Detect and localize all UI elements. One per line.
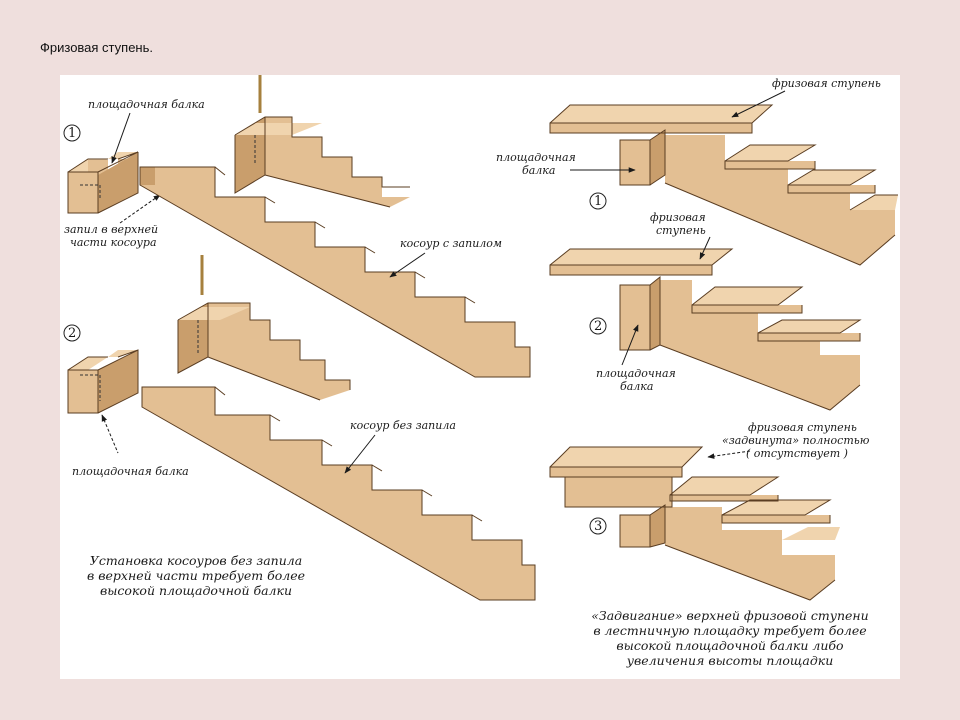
label-frieze-3-line2: «задвинута» полностью [722,434,870,447]
variant-2-stair [549,248,862,411]
label-beam-2-line2: балка [620,380,653,393]
caption-left-line2: в верхней части требует более [87,568,305,583]
detail-number-1: 1 [68,126,76,141]
label-frieze-2-line2: ступень [656,224,706,237]
label-beam-1-line2: балка [522,164,555,177]
label-frieze-2-line1: фризовая [650,211,706,224]
label-stringer-notched: косоур с запилом [400,237,502,250]
variant-number-3: 3 [594,519,602,534]
stringer-top-assembly-2 [177,255,351,401]
caption-left-line1: Установка косоуров без запила [90,553,302,568]
caption-left-line3: высокой площадочной балки [100,583,292,598]
label-frieze-3-line1: фризовая ступень [748,421,857,434]
label-notch-line2: части косоура [70,236,157,249]
label-frieze-1: фризовая ступень [772,77,881,90]
label-stringer-plain: косоур без запила [350,419,456,432]
label-notch-line1: запил в верхней [64,223,158,236]
variant-number-1: 1 [594,194,602,209]
slide-title: Фризовая ступень. [40,40,153,55]
label-landing-beam-1: площадочная балка [88,98,205,111]
caption-right-line4: увеличения высоты площадки [626,653,834,668]
label-frieze-3-line3: ( отсутствует ) [746,447,848,460]
diagram-panel: 1 площадочная балка запил в верхней част… [60,75,900,679]
stringer-plain [141,386,536,601]
landing-beam-detail-1 [67,151,139,214]
detail-number-2: 2 [68,326,76,341]
stringer-top-assembly-1 [234,75,410,208]
label-beam-1-line1: площадочная [496,151,576,164]
caption-right-line2: в лестничную площадку требует более [593,623,866,638]
variant-3-stair [549,446,840,601]
label-beam-2-line1: площадочная [596,367,676,380]
stair-diagram: 1 площадочная балка запил в верхней част… [63,75,898,668]
landing-beam-detail-2 [67,349,139,414]
stringer-notched [139,166,531,378]
caption-right-line1: «Задвигание» верхней фризовой ступени [591,608,868,623]
variant-1-stair [549,104,898,266]
label-landing-beam-2: площадочная балка [72,465,189,478]
variant-number-2: 2 [594,319,602,334]
caption-right-line3: высокой площадочной балки либо [616,638,843,653]
